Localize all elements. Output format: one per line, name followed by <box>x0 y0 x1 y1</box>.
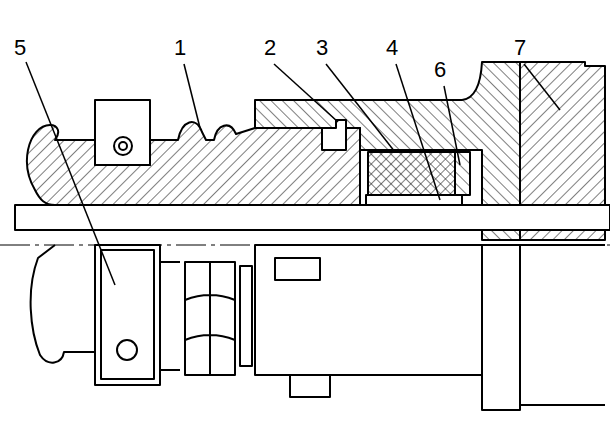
callout-number: 1 <box>174 37 186 59</box>
callout-number: 5 <box>14 37 26 59</box>
callout-number: 7 <box>514 37 526 59</box>
callout-number: 3 <box>316 37 328 59</box>
callout-number: 6 <box>434 59 446 81</box>
callout-number: 4 <box>386 37 398 59</box>
callout-number: 2 <box>264 37 276 59</box>
